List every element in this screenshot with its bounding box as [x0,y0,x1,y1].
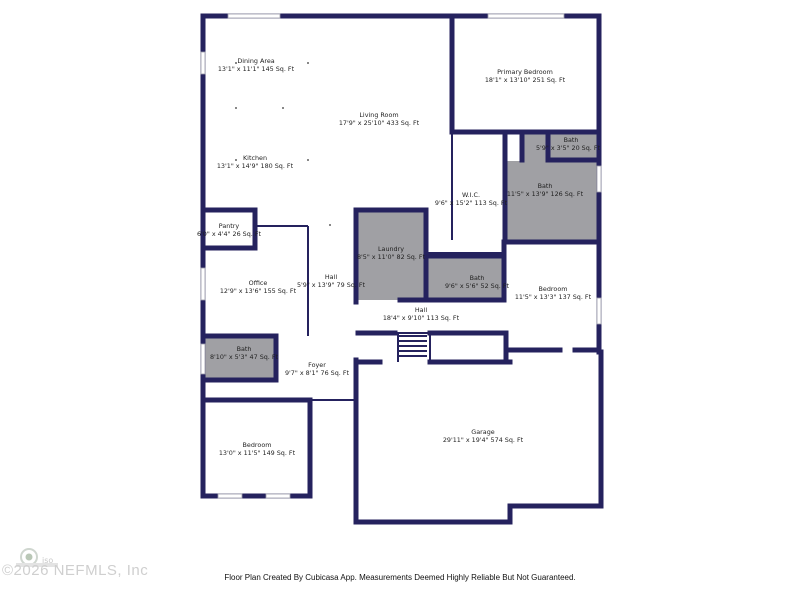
fill-bath-small [549,131,598,161]
room-name-laundry: Laundry [378,245,404,253]
fill-primary-bath [506,161,598,241]
room-dims-bedroom-left: 13'0" x 11'5" 149 Sq. Ft [219,449,296,457]
window [200,343,206,375]
window [200,267,206,301]
fixture-dot [235,159,237,161]
room-dims-primary-bath: 11'5" x 13'9" 126 Sq. Ft [507,190,584,198]
room-name-bath-mid: Bath [470,274,485,282]
room-name-garage: Garage [471,428,494,436]
room-name-bedroom-right: Bedroom [539,285,568,293]
fixture-dot [307,159,309,161]
stairs [397,333,427,362]
room-name-bath-small: Bath [564,136,579,144]
room-dims-bath-mid: 9'6" x 5'6" 52 Sq. Ft [445,282,510,290]
footer-disclaimer: Floor Plan Created By Cubicasa App. Meas… [224,573,576,582]
fill-primary-bath-top [522,134,549,161]
copyright-watermark: ©2026 NEFMLS, Inc [2,562,149,579]
room-name-wic: W.I.C. [462,191,480,199]
room-dims-garage: 29'11" x 19'4" 574 Sq. Ft [443,436,524,444]
room-dims-bedroom-right: 11'5" x 13'3" 137 Sq. Ft [515,293,592,301]
fixture-dot [235,107,237,109]
window [227,13,281,19]
room-name-primary-bedroom: Primary Bedroom [497,68,553,76]
room-dims-bath-left: 8'10" x 5'3" 47 Sq. Ft [210,353,279,361]
fill-laundry [358,210,426,300]
room-dims-foyer: 9'7" x 8'1" 76 Sq. Ft [285,369,350,377]
fixture-dot [235,62,237,64]
svg-text:iso: iso [42,556,53,565]
room-name-pantry: Pantry [219,222,240,230]
bath-fills [204,131,598,379]
fixture-dot [329,224,331,226]
window [596,297,602,325]
room-name-primary-bath: Bath [538,182,553,190]
room-dims-laundry: 8'5" x 11'0" 82 Sq. Ft [357,253,426,261]
interior-walls [200,15,601,499]
room-dims-wic: 9'6" x 15'2" 113 Sq. Ft [435,199,508,207]
room-dims-hall-1: 5'9" x 13'9" 79 Sq. Ft [297,281,366,289]
room-dims-hall-2: 18'4" x 9'10" 113 Sq. Ft [383,314,460,322]
window [200,51,206,75]
room-dims-primary-bedroom: 18'1" x 13'10" 251 Sq. Ft [485,76,566,84]
room-name-hall-1: Hall [325,273,337,281]
room-name-foyer: Foyer [308,361,326,369]
window [596,165,602,193]
room-dims-office: 12'9" x 13'6" 155 Sq. Ft [220,287,297,295]
exterior-wall-garage [353,349,604,525]
room-name-office: Office [249,279,268,287]
fill-bath-mid [426,255,504,300]
room-labels: Dining Area 13'1" x 11'1" 145 Sq. Ft Liv… [197,57,601,457]
window [265,493,291,499]
room-name-living: Living Room [359,111,398,119]
room-dims-living: 17'9" x 25'10" 433 Sq. Ft [339,119,420,127]
room-dims-kitchen: 13'1" x 14'9" 180 Sq. Ft [217,162,294,170]
fixtures [235,62,331,226]
room-name-bedroom-left: Bedroom [243,441,272,449]
room-name-dining: Dining Area [237,57,274,65]
room-name-kitchen: Kitchen [243,154,267,162]
room-dims-bath-small: 5'9" x 3'5" 20 Sq. Ft [536,144,601,152]
window [487,13,565,19]
windows [200,13,602,499]
fill-bath-left [204,338,276,379]
fixture-dot [282,107,284,109]
room-dims-dining: 13'1" x 11'1" 145 Sq. Ft [218,65,295,73]
fixture-dot [307,62,309,64]
room-name-bath-left: Bath [237,345,252,353]
window [217,493,243,499]
mls-logo-icon: iso [16,548,58,567]
room-name-hall-2: Hall [415,306,427,314]
room-dims-pantry: 6'0" x 4'4" 26 Sq. Ft [197,230,262,238]
